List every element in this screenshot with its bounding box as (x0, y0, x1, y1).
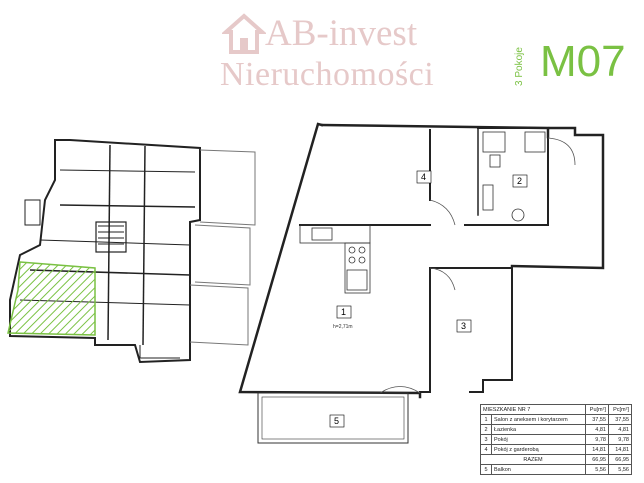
table-row: 3 Pokój 9,78 9,78 (480, 434, 632, 445)
table-row: 4 Pokój z garderobą 14,81 14,81 (480, 444, 632, 455)
room-number-5: 5 (329, 414, 345, 428)
room-number-3: 3 (456, 319, 472, 333)
brand-subtitle: Nieruchomości (220, 56, 435, 93)
balcony-outline (257, 392, 409, 444)
apartment-code: M07 (540, 37, 626, 86)
building-key-plan (9, 139, 256, 364)
room-number-2: 2 (512, 174, 528, 188)
highlighted-apartment (7, 261, 96, 336)
ceiling-height-label: h=2,71m (333, 324, 353, 330)
svg-text:4: 4 (421, 172, 426, 182)
kitchen-fixtures (299, 224, 371, 294)
svg-text:1: 1 (341, 307, 346, 317)
table-header-row: MIESZKANIE NR 7 Pu[m²] Pc[m²] (480, 404, 632, 415)
col-pu-header: Pu[m²] (585, 404, 609, 415)
table-row: 1 Salon z aneksem i korytarzem 37,55 37,… (480, 414, 632, 425)
apartment-outline (238, 122, 605, 399)
svg-text:2: 2 (517, 176, 522, 186)
door-arcs (379, 137, 576, 394)
table-row: 2 Łazienka 4,81 4,81 (480, 424, 632, 435)
table-balcony-row: 5 Balkon 5,56 5,56 (480, 464, 632, 475)
table-total-row: RAZEM 66,95 66,95 (480, 454, 632, 465)
room-number-1: 1 (336, 305, 352, 319)
area-table: MIESZKANIE NR 7 Pu[m²] Pc[m²] 1 Salon z … (480, 404, 632, 475)
brand-name: AB-invest (265, 13, 418, 54)
svg-text:3: 3 (461, 321, 466, 331)
bathroom-fixtures (482, 131, 546, 222)
col-pc-header: Pc[m²] (608, 404, 632, 415)
svg-text:5: 5 (334, 416, 339, 426)
table-title: MIESZKANIE NR 7 (480, 404, 586, 415)
room-number-4: 4 (416, 170, 432, 184)
house-logo-icon (222, 13, 266, 54)
